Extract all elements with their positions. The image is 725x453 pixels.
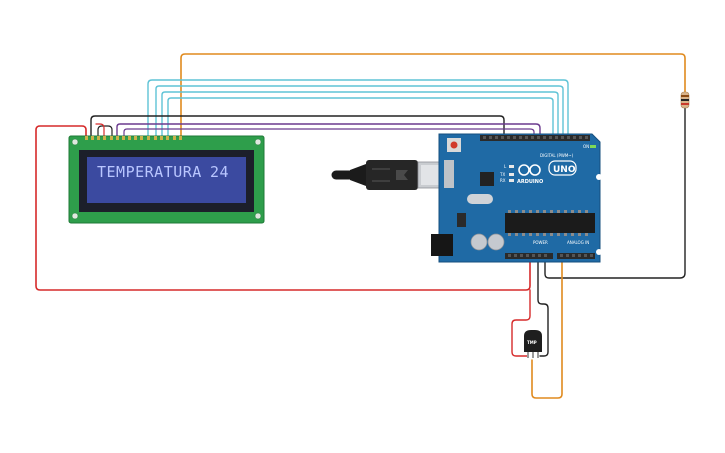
resistor[interactable] [680,91,690,109]
led-on [590,145,596,148]
mount-hole [254,212,262,220]
analog-header[interactable] [557,253,595,259]
arduino-logo-icon [518,164,541,176]
mount-hole [596,174,602,180]
digital-label: DIGITAL (PWM~) [540,153,574,158]
arduino-brand: ARDUINO [517,179,543,185]
led-l-label: L [504,164,507,169]
wire-cyan-3[interactable] [161,91,559,139]
mount-hole [254,138,262,146]
led-tx [509,173,514,176]
capacitor [487,233,505,251]
wire-orange-top[interactable] [180,53,686,139]
wire-purple-2[interactable] [123,128,535,139]
wire-sensor-black[interactable] [537,255,549,357]
led-tx-label: TX [499,172,505,177]
regulator [457,213,466,227]
wire-cyan-2[interactable] [155,85,564,139]
capacitor [470,233,488,251]
wire-black-lcd-1[interactable] [90,115,505,139]
wire-resistor-to-gnd[interactable] [544,107,686,279]
lcd-module[interactable]: TEMPERATURA 24 [68,135,265,224]
wire-red-lcd-2[interactable] [95,123,105,139]
mount-hole [71,138,79,146]
wire-purple-1[interactable] [116,123,541,139]
led-on-label: ON [583,144,589,149]
led-l [509,165,514,168]
analog-label: ANALOG IN [567,240,589,245]
uno-badge: UNO [548,160,577,176]
crystal [467,194,493,204]
wire-black-lcd-2[interactable] [97,125,113,139]
lcd-screen [87,157,246,203]
lcd-line1-label: TEMPERATURA [97,163,202,181]
lcd-header-pins [85,136,182,140]
wire-red-power[interactable] [35,125,531,291]
atmega16u2-chip [480,172,494,186]
tmp-sensor[interactable]: TMP [524,330,542,358]
arduino-uno-board[interactable]: DIGITAL (PWM~) ARDUINO UNO L TX RX ON [431,133,602,263]
lcd-line1-value: 24 [210,163,229,181]
mount-hole [596,249,602,255]
led-rx-label: RX [500,178,506,183]
usb-port [444,160,454,188]
svg-text:UNO: UNO [553,165,576,175]
tmp-sensor-label: TMP [527,340,537,345]
mount-hole [71,212,79,220]
usb-cable[interactable] [331,160,445,190]
wire-sensor-orange[interactable] [531,255,563,399]
wire-cyan-4[interactable] [167,97,554,139]
wires [35,53,686,399]
power-jack [431,234,453,256]
wire-cyan-1[interactable] [147,79,569,139]
digital-header[interactable] [480,135,590,141]
led-rx [509,179,514,182]
wire-sensor-red[interactable] [511,289,531,357]
power-label: POWER [533,240,548,245]
atmega328-chip [505,213,595,233]
